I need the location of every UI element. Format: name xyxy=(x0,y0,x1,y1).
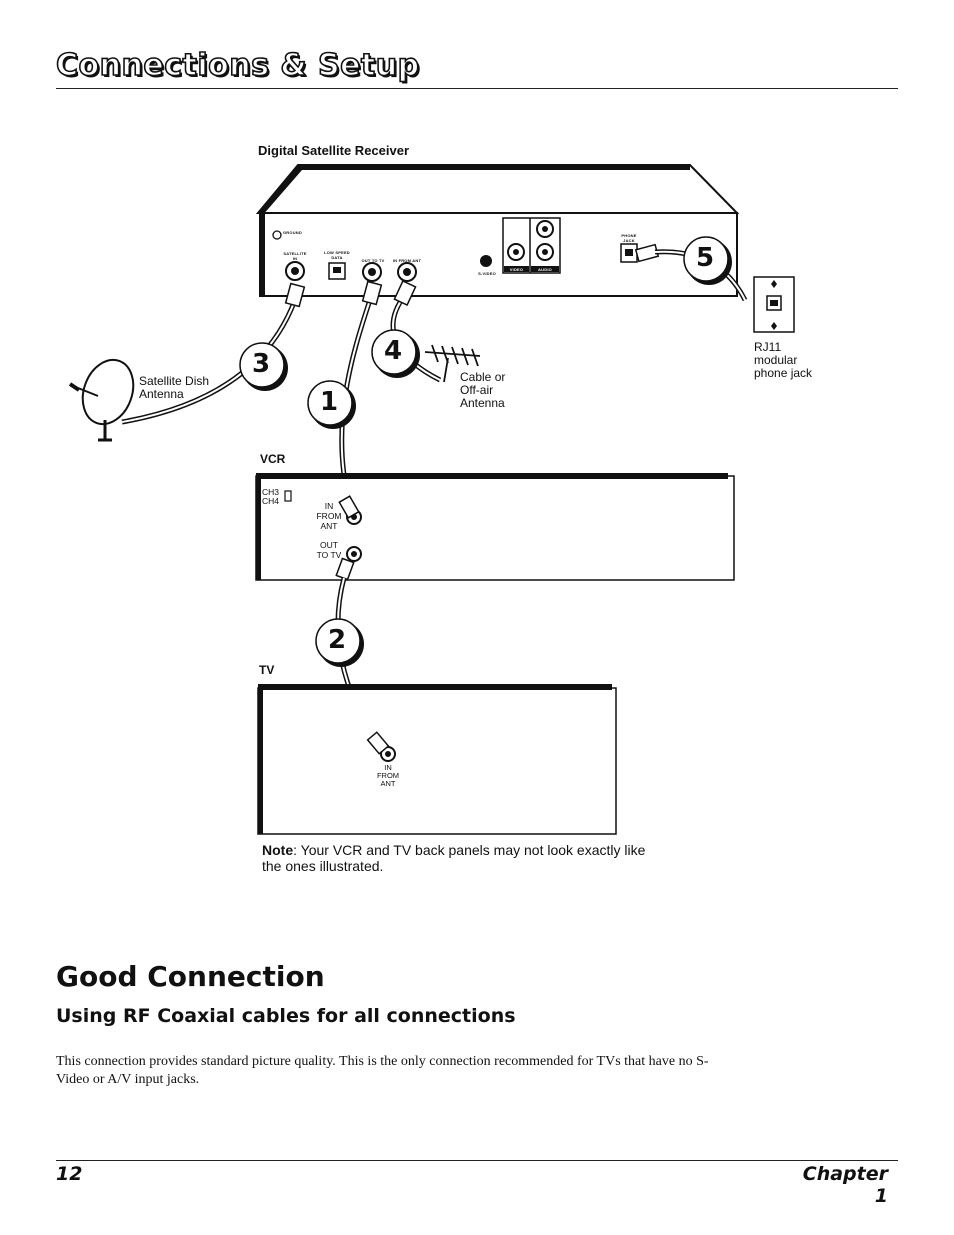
vcr-ch3-label: CH3 xyxy=(262,487,280,497)
vcr-label: VCR xyxy=(260,452,286,466)
page-number: 12 xyxy=(56,1163,83,1185)
vcr-out-to-tv-label: OUT TO TV xyxy=(316,540,342,560)
step-number-2: 2 xyxy=(328,625,347,655)
section-subtitle: Using RF Coaxial cables for all connecti… xyxy=(56,1005,516,1027)
antenna-icon xyxy=(424,344,481,383)
rj11-wall-jack xyxy=(753,276,795,333)
note-label: Note xyxy=(262,842,294,858)
antenna-label: Cable or Off-air Antenna xyxy=(460,370,506,410)
page-header-title: Connections & Setup xyxy=(55,47,420,84)
step-circle-5 xyxy=(683,236,732,285)
section-body: This connection provides standard pictur… xyxy=(56,1054,709,1087)
vcr-in-from-ant-label: IN FROM ANT xyxy=(316,501,342,531)
video-port-label: VIDEO xyxy=(509,267,524,272)
diagram-note: Note: Your VCR and TV back panels may no… xyxy=(262,842,662,874)
step-circle-3 xyxy=(239,342,288,391)
audio-port-label: AUDIO xyxy=(538,267,552,272)
step-number-4: 4 xyxy=(384,336,403,366)
satellite-dish-label: Satellite Dish Antenna xyxy=(139,374,210,401)
in-from-ant-port-label: IN FROM ANT xyxy=(392,258,422,263)
s-video-port-label: S-VIDEO xyxy=(478,271,496,276)
note-text: : Your VCR and TV back panels may not lo… xyxy=(262,842,646,874)
tv-label: TV xyxy=(259,663,275,677)
vcr-panel xyxy=(255,473,735,581)
low-speed-data-port-label: LOW SPEED DATA xyxy=(324,250,350,260)
satellite-receiver xyxy=(255,164,740,297)
step-number-5: 5 xyxy=(696,243,715,273)
ground-port-label: GROUND xyxy=(283,230,302,235)
satellite-in-port-label: SATELLITE IN xyxy=(283,251,307,261)
step-number-1: 1 xyxy=(320,387,339,417)
step-circle-1 xyxy=(307,380,356,429)
section-title: Good Connection xyxy=(56,960,325,993)
step-circle-4 xyxy=(371,329,420,378)
header-rule xyxy=(56,88,898,89)
chapter-label: Chapter 1 xyxy=(802,1163,888,1207)
phone-jack-port-label: PHONE JACK xyxy=(621,233,637,243)
step-circle-2 xyxy=(315,618,364,667)
vcr-ch4-label: CH4 xyxy=(262,496,280,506)
tv-in-from-ant-label: IN FROM ANT xyxy=(376,763,400,788)
satellite-dish-icon xyxy=(68,358,135,442)
receiver-label: Digital Satellite Receiver xyxy=(258,143,410,158)
step-number-3: 3 xyxy=(252,349,271,379)
phone-jack-label: RJ11 modular phone jack xyxy=(754,340,813,380)
tv-panel xyxy=(257,684,617,835)
footer-rule xyxy=(56,1160,898,1161)
out-to-tv-port-label: OUT TO TV xyxy=(361,258,385,263)
